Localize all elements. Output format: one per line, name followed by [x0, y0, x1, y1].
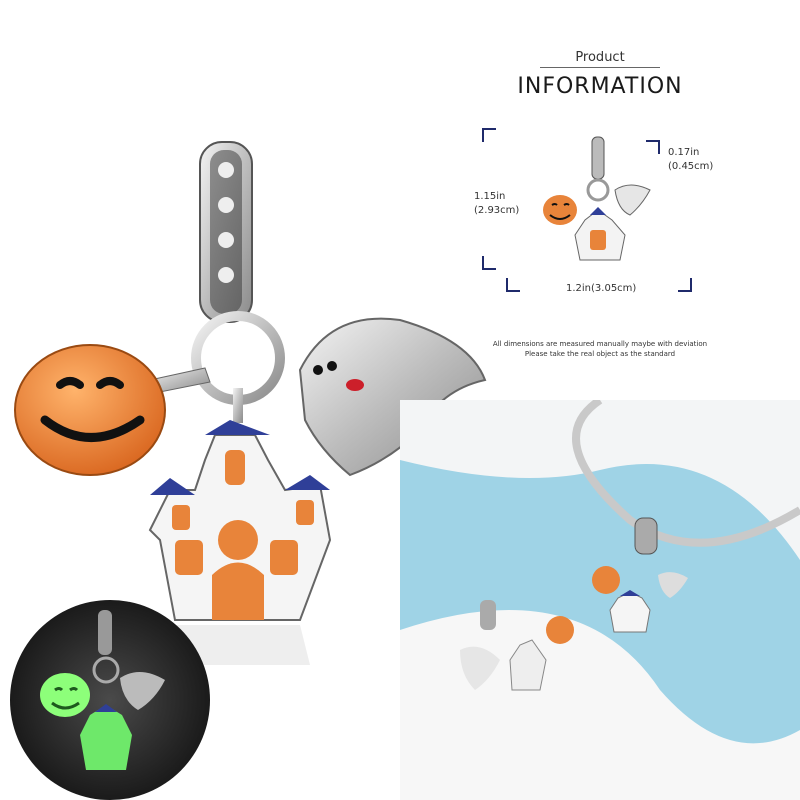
dimension-height: 1.15in (2.93cm) [474, 190, 519, 218]
ghost-charm [298, 317, 487, 477]
dim-top-cm: (0.45cm) [668, 161, 714, 172]
dim-height-cm: (2.93cm) [474, 205, 520, 216]
dimension-width: 1.2in(3.05cm) [566, 283, 637, 294]
dimension-top: 0.17in (0.45cm) [668, 146, 713, 174]
pumpkin-charm [14, 344, 211, 476]
lifestyle-photo [400, 400, 800, 800]
dim-height-inches: 1.15in [474, 191, 506, 202]
information-title: INFORMATION [517, 74, 683, 99]
dim-top-inches: 0.17in [668, 147, 700, 158]
measurement-note-1: All dimensions are measured manually may… [492, 340, 708, 348]
corner-bracket-bottom-left [506, 278, 520, 292]
corner-bracket-br [678, 278, 692, 292]
reflection [165, 625, 310, 665]
corner-bracket-bl [482, 256, 496, 270]
product-label: Product [540, 50, 660, 68]
haunted-house-charm [148, 388, 332, 621]
glow-in-dark-photo [10, 600, 210, 800]
measurement-note-2: Please take the real object as the stand… [524, 350, 676, 358]
corner-bracket-tl [482, 128, 496, 142]
jump-ring [191, 311, 285, 405]
skull-bead [199, 141, 253, 323]
dimension-product-thumbnail [543, 136, 651, 261]
corner-bracket-tr [646, 140, 660, 154]
main-product-photo [14, 141, 487, 665]
